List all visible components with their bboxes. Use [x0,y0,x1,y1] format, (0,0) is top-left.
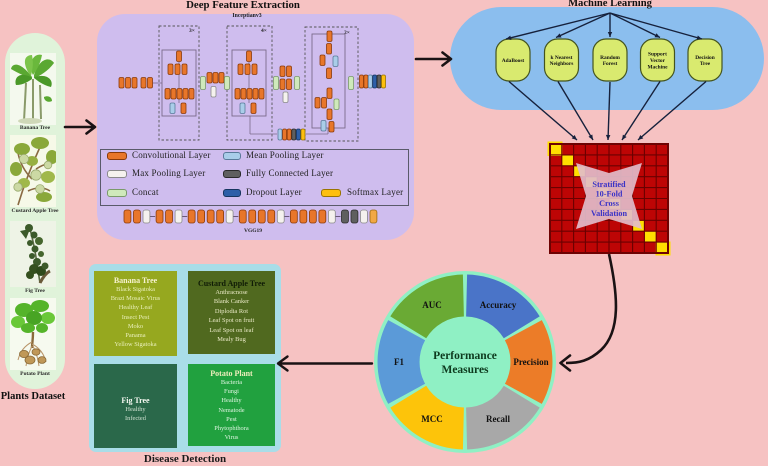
svg-text:Tree: Tree [700,61,711,67]
svg-text:Machine: Machine [647,64,668,70]
svg-text:VGG19: VGG19 [244,228,262,234]
svg-text:MCC: MCC [421,414,443,424]
svg-text:Cross: Cross [599,199,619,208]
svg-text:10-Fold: 10-Fold [596,190,623,199]
svg-text:Precision: Precision [513,357,548,367]
svg-text:Accuracy: Accuracy [480,300,517,310]
svg-text:Random: Random [600,55,620,61]
svg-text:k Nearest: k Nearest [551,55,573,61]
svg-text:Recall: Recall [486,414,510,424]
svg-text:Validation: Validation [591,209,628,218]
svg-text:Forest: Forest [603,61,618,67]
svg-text:Measures: Measures [441,364,489,376]
svg-text:3×: 3× [189,28,195,34]
svg-text:AdaBoost: AdaBoost [502,58,525,64]
svg-text:Stratified: Stratified [592,180,626,189]
svg-text:Neighbors: Neighbors [550,61,574,67]
svg-text:F1: F1 [394,357,404,367]
svg-text:Vector: Vector [650,58,666,64]
svg-text:Support: Support [648,52,667,58]
svg-text:2×: 2× [344,30,350,36]
svg-text:Decision: Decision [695,55,714,61]
svg-text:4×: 4× [261,28,267,34]
svg-text:Performance: Performance [433,350,497,362]
svg-text:AUC: AUC [422,300,442,310]
